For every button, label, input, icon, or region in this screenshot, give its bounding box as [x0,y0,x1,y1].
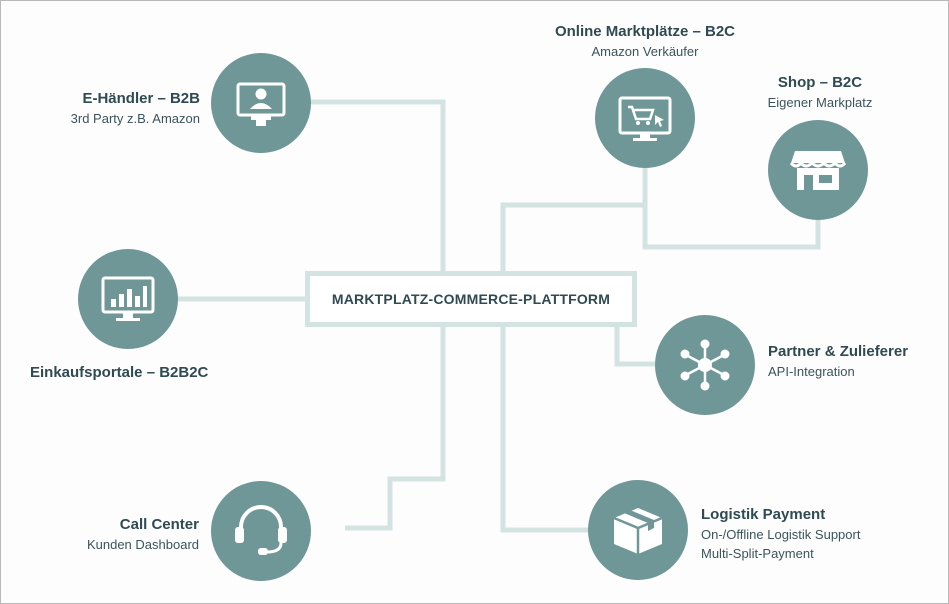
link-logistik [500,327,588,533]
partner-subtitle: API-Integration [768,364,855,379]
logistik-subtitle-2: Multi-Split-Payment [701,546,814,561]
link-partner [614,327,657,367]
node-shop [768,120,868,220]
node-ehaendler [211,53,311,153]
label-logistik: Logistik Payment On-/Offline Logistik Su… [701,505,860,563]
shop-title: Shop – B2C [777,74,863,91]
storefront-icon [789,151,847,190]
network-hub-icon [680,339,730,391]
label-shop: Shop – B2C Eigener Markplatz [745,73,895,112]
chart-monitor-icon [101,276,155,321]
label-einkauf: Einkaufsportale – B2B2C [30,363,208,383]
headset-icon [235,505,287,555]
platform-box: MARKTPLATZ-COMMERCE-PLATTFORM [305,271,637,327]
platform-label: MARKTPLATZ-COMMERCE-PLATTFORM [331,291,611,307]
online-subtitle: Amazon Verkäufer [591,44,699,59]
link-shop [642,205,821,250]
logistik-subtitle-1: On-/Offline Logistik Support [701,527,861,542]
online-title: Online Marktplätze – B2C [554,23,736,40]
label-online: Online Marktplätze – B2C Amazon Verkäufe… [520,22,770,61]
callcenter-subtitle: Kunden Dashboard [86,537,199,552]
callcenter-title: Call Center [119,516,199,533]
link-ehaendler [310,99,446,271]
node-partner [655,315,755,415]
node-callcenter [211,481,311,581]
logistik-title: Logistik Payment [701,506,826,523]
node-online [595,68,695,168]
ehaendler-subtitle: 3rd Party z.B. Amazon [70,111,200,126]
partner-title: Partner & Zulieferer [768,343,909,360]
ehaendler-title: E-Händler – B2B [82,90,200,107]
link-online [500,166,648,271]
label-partner: Partner & Zulieferer API-Integration [768,342,908,381]
package-box-icon [613,508,663,554]
einkauf-title: Einkaufsportale – B2B2C [30,364,209,381]
shop-subtitle: Eigener Markplatz [767,95,873,110]
link-callcenter [345,327,446,531]
cart-monitor-icon [618,96,672,141]
label-callcenter: Call Center Kunden Dashboard [0,515,199,554]
user-monitor-icon [236,82,286,126]
node-logistik [588,480,688,580]
node-einkauf [78,249,178,349]
label-ehaendler: E-Händler – B2B 3rd Party z.B. Amazon [0,89,200,128]
